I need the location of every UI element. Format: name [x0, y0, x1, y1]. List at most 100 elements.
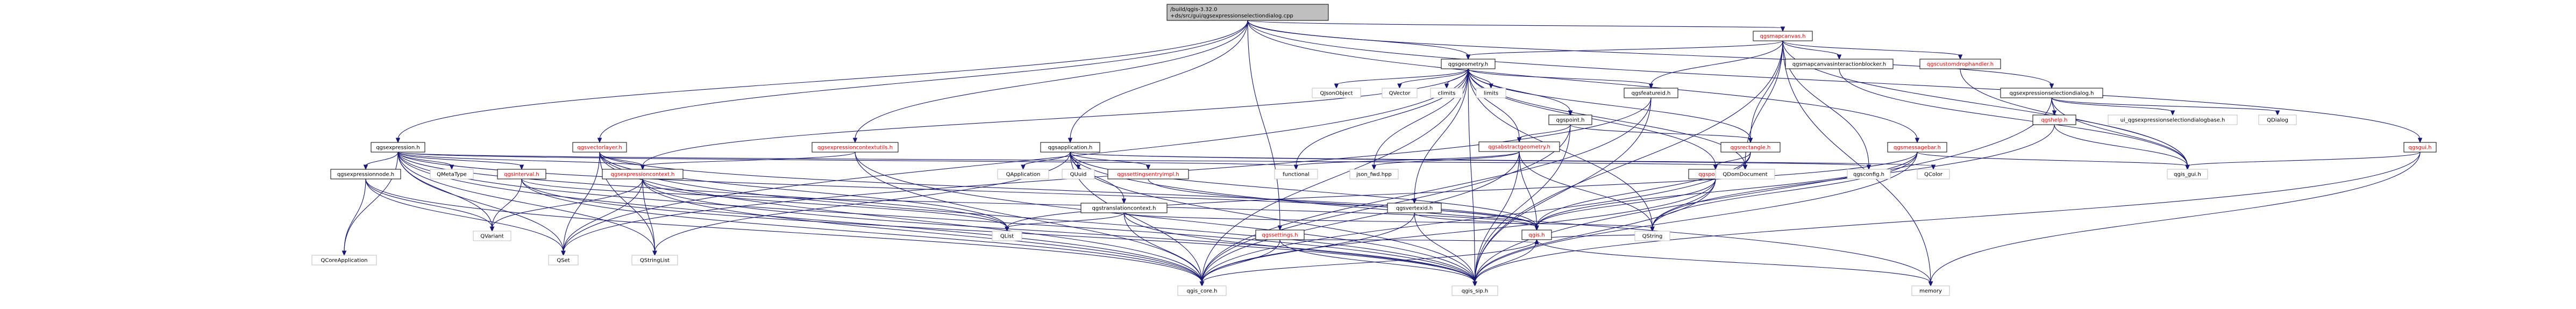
node-messagebar[interactable]: qgsmessagebar.h — [1887, 142, 1947, 153]
node-application[interactable]: qgsapplication.h — [1040, 142, 1100, 153]
node-memory: memory — [1911, 285, 1950, 296]
node-label: QVariant — [480, 234, 503, 240]
edge-abstractgeometry-to-jsonfwd — [1371, 151, 1520, 170]
edge-geometry-to-functional — [1293, 68, 1469, 170]
node-qgiscore: qgis_core.h — [1177, 285, 1227, 296]
node-box — [1312, 88, 1361, 98]
edge-expression-to-interval — [397, 152, 524, 170]
node-qjsonobject: QJsonObject — [1312, 88, 1361, 98]
node-label: limits — [1484, 91, 1498, 97]
edge-vertexid-to-qgiscore — [1199, 212, 1415, 287]
node-settingsentryimpl[interactable]: qgssettingsentryimpl.h — [1107, 169, 1189, 179]
edge-root-to-exprcontextutils — [852, 20, 1248, 143]
edge-root-to-settings — [1247, 20, 1283, 231]
node-qmetatype: QMetaType — [430, 169, 474, 179]
node-qgshelp[interactable]: qgshelp.h — [2032, 114, 2076, 125]
node-box — [1441, 59, 1496, 69]
node-mcinteractionblocker[interactable]: qgsmapcanvasinteractionblocker.h — [1785, 59, 1894, 69]
node-box — [1917, 169, 1950, 179]
edge-geometry-to-abstractgeometry — [1468, 68, 1522, 143]
edge-application-to-settingsentryimpl — [1070, 152, 1151, 170]
node-box — [2403, 142, 2437, 153]
edge-translationcontext-to-qgissip — [1123, 212, 1477, 287]
edge-exprnode-to-qcoreapplication — [341, 178, 366, 256]
node-box — [311, 255, 377, 265]
node-box — [2108, 114, 2238, 125]
node-expression[interactable]: qgsexpression.h — [371, 142, 425, 153]
edge-qgis-to-qgiscore — [1199, 239, 1538, 287]
node-label: qgsgeometry.h — [1448, 62, 1488, 68]
node-point[interactable]: qgspoint.h — [1548, 114, 1592, 125]
node-exprnode[interactable]: qgsexpressionnode.h — [330, 169, 401, 179]
edge-vectorlayer-to-qgis — [599, 152, 1539, 231]
node-label: json_fwd.hpp — [1356, 172, 1392, 178]
node-box — [1080, 203, 1168, 213]
node-label: qgsvertexid.h — [1396, 206, 1433, 212]
edge-root-to-mapcanvas — [1247, 20, 1785, 32]
node-box — [330, 169, 401, 179]
node-label: climits — [1438, 91, 1456, 97]
edge-point-to-rectangle — [1570, 124, 1753, 143]
node-box — [430, 169, 474, 179]
node-qgissip: qgis_sip.h — [1451, 285, 1498, 296]
node-label: /build/qgis-3.32.0 — [1170, 7, 1217, 13]
node-label: qgshelp.h — [2041, 118, 2067, 124]
edge-pointxy-to-qstring — [1650, 178, 1716, 232]
node-label: qgsexpressioncontextutils.h — [817, 145, 893, 151]
node-label: QDialog — [2267, 118, 2288, 124]
node-label: QList — [1000, 234, 1014, 240]
nodes-layer: /build/qgis-3.32.0+ds/src/gui/qgsexpress… — [311, 4, 2437, 296]
node-label: qgis_gui.h — [2174, 172, 2201, 178]
node-qset: QSet — [548, 255, 579, 265]
node-exprcontextutils[interactable]: qgsexpressioncontextutils.h — [812, 142, 899, 153]
node-box — [1430, 88, 1463, 98]
node-label: QMetaType — [437, 172, 467, 178]
node-label: QApplication — [1006, 172, 1041, 178]
node-rectangle[interactable]: qgsrectangle.h — [1720, 142, 1781, 153]
node-abstractgeometry[interactable]: qgsabstractgeometry.h — [1478, 141, 1560, 152]
node-vectorlayer[interactable]: qgsvectorlayer.h — [572, 142, 627, 153]
node-exprseldialog[interactable]: qgsexpressionselectiondialog.h — [2000, 88, 2103, 98]
node-box — [2258, 114, 2297, 125]
node-exprcontext[interactable]: qgsexpressioncontext.h — [602, 169, 684, 179]
node-label: memory — [1919, 289, 1942, 294]
node-qvariant: QVariant — [473, 231, 511, 241]
node-label: qgsmapcanvas.h — [1760, 34, 1806, 40]
edge-pointxy-to-qgissip — [1472, 178, 1716, 287]
node-box — [1847, 169, 1891, 179]
node-translationcontext[interactable]: qgstranslationcontext.h — [1080, 203, 1168, 213]
node-box — [1753, 31, 1813, 41]
node-box — [2000, 88, 2103, 98]
node-vertexid[interactable]: qgsvertexid.h — [1387, 203, 1442, 213]
node-mapcanvas[interactable]: qgsmapcanvas.h — [1753, 31, 1813, 41]
edge-exprseldialog-to-qdialog — [2051, 97, 2280, 116]
node-customdrophandler[interactable]: qgscustomdrophandler.h — [1919, 59, 2001, 69]
node-geometry[interactable]: qgsgeometry.h — [1441, 59, 1496, 69]
node-label: qgsexpressionselectiondialog.h — [2010, 91, 2094, 97]
node-box — [1548, 114, 1592, 125]
node-box — [631, 255, 678, 265]
node-qgis[interactable]: qgis.h — [1521, 229, 1552, 240]
edge-abstractgeometry-to-functional — [1293, 151, 1520, 170]
node-qcolor: QColor — [1917, 169, 1950, 179]
node-label: qgsinterval.h — [504, 172, 539, 178]
node-label: QColor — [1924, 172, 1943, 178]
node-box — [1521, 229, 1552, 240]
node-box — [1451, 285, 1498, 296]
node-featureid[interactable]: qgsfeatureid.h — [1624, 88, 1678, 98]
edge-qgshelp-to-qgsgui_h — [2054, 124, 2190, 170]
edge-mapcanvas-to-geometry — [1465, 40, 1783, 60]
edge-exprcontext-to-qset — [561, 178, 643, 256]
edge-expression-to-exprnode — [363, 152, 399, 170]
node-qstring: QString — [1634, 231, 1670, 241]
node-box — [992, 231, 1022, 241]
node-qgsgui[interactable]: qgsgui.h — [2403, 142, 2437, 153]
edge-interval-to-qvariant — [489, 178, 522, 232]
node-qgsconfig: qgsconfig.h — [1847, 169, 1891, 179]
node-interval[interactable]: qgsinterval.h — [497, 169, 546, 179]
node-box — [1624, 88, 1678, 98]
node-box — [1887, 142, 1947, 153]
edge-settingsentryimpl-to-qgis — [1148, 178, 1539, 231]
node-settings[interactable]: qgssettings.h — [1255, 229, 1305, 240]
node-box — [1634, 231, 1670, 241]
